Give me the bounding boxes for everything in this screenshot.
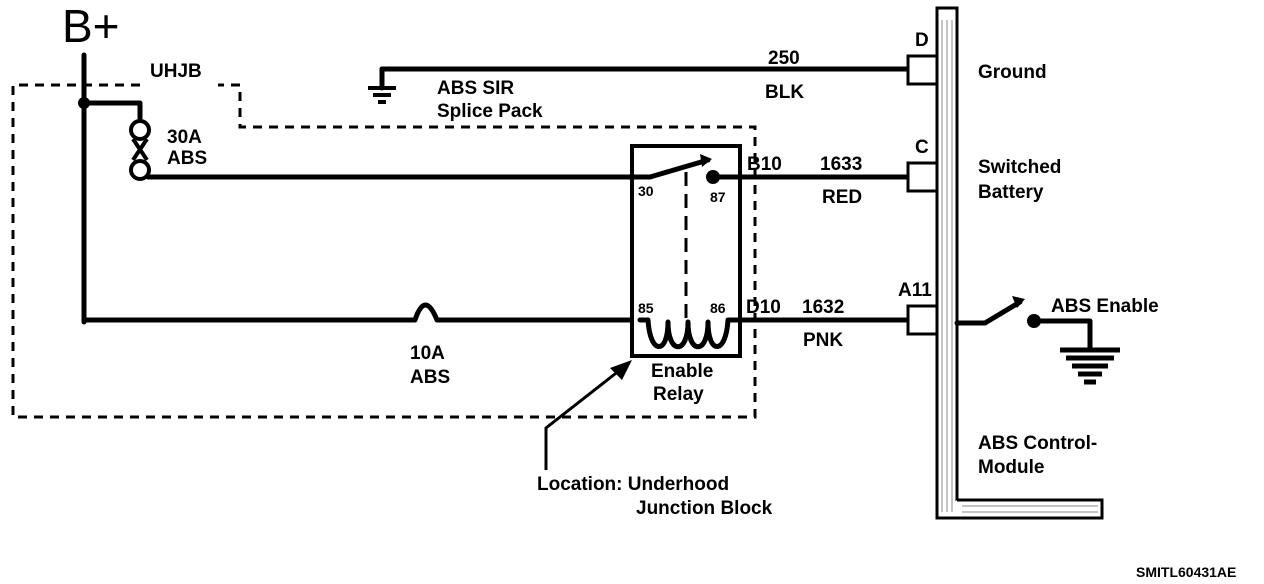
relay-terminal-86: 86 xyxy=(710,300,726,316)
pin-d-box xyxy=(906,54,939,86)
splice-pack-label-line2: Splice Pack xyxy=(437,101,543,122)
wire-250-color: BLK xyxy=(765,82,804,103)
wire-1632-color: PNK xyxy=(803,330,843,351)
pin-c-label: C xyxy=(915,137,929,158)
fuse-30a-rating: 30A xyxy=(167,127,202,148)
splice-pack-label-line1: ABS SIR xyxy=(437,78,514,99)
function-ground: Ground xyxy=(978,62,1047,83)
abs-enable-ground-symbol xyxy=(1060,347,1120,385)
location-line2: Junction Block xyxy=(636,498,773,519)
relay-terminal-85: 85 xyxy=(638,300,654,316)
figure-id: SMITL60431AE xyxy=(1136,564,1236,580)
wire-1633-circuit: 1633 xyxy=(820,154,862,175)
relay-terminal-87: 87 xyxy=(710,189,726,205)
splice-pack-ground-symbol xyxy=(368,66,396,104)
fuse-30a-symbol xyxy=(129,119,151,181)
junction-block-outline xyxy=(11,83,757,419)
fuse-30a-circuit: ABS xyxy=(167,148,207,169)
wire-1633-color: RED xyxy=(822,187,862,208)
wire-250-circuit: 250 xyxy=(768,48,800,69)
function-switched-battery-line1: Switched xyxy=(978,157,1061,178)
relay-name-line1: Enable xyxy=(651,361,713,382)
pin-a11-box xyxy=(906,304,939,336)
relay-coil xyxy=(637,317,743,350)
pin-c-box xyxy=(906,161,939,193)
connector-b10: B10 xyxy=(747,154,782,175)
location-pointer-arrow xyxy=(544,368,621,470)
function-abs-enable: ABS Enable xyxy=(1051,296,1159,317)
connector-d10: D10 xyxy=(746,297,781,318)
relay-coil-feed-wire xyxy=(81,302,643,323)
fuse-30a-feed-wire xyxy=(81,100,143,123)
junction-block-label: UHJB xyxy=(150,61,202,82)
abs-enable-switch xyxy=(954,296,1093,351)
fuse-10a-rating: 10A xyxy=(410,343,445,364)
fuse-10a-circuit: ABS xyxy=(410,367,450,388)
pin-a11-label: A11 xyxy=(898,280,932,301)
abs-module-body xyxy=(937,498,1104,520)
function-switched-battery-line2: Battery xyxy=(978,182,1044,203)
location-line1: Location: Underhood xyxy=(537,474,729,495)
relay-terminal-30: 30 xyxy=(638,183,654,199)
module-name-line2: Module xyxy=(978,457,1045,478)
battery-positive-label: B+ xyxy=(62,0,120,52)
location-pointer-arrowhead xyxy=(610,360,632,380)
wire-1632-circuit: 1632 xyxy=(802,297,844,318)
module-name-line1: ABS Control- xyxy=(978,433,1097,454)
pin-d-label: D xyxy=(915,30,929,51)
relay-name-line2: Relay xyxy=(653,384,704,405)
abs-module-stipple xyxy=(941,20,1098,513)
